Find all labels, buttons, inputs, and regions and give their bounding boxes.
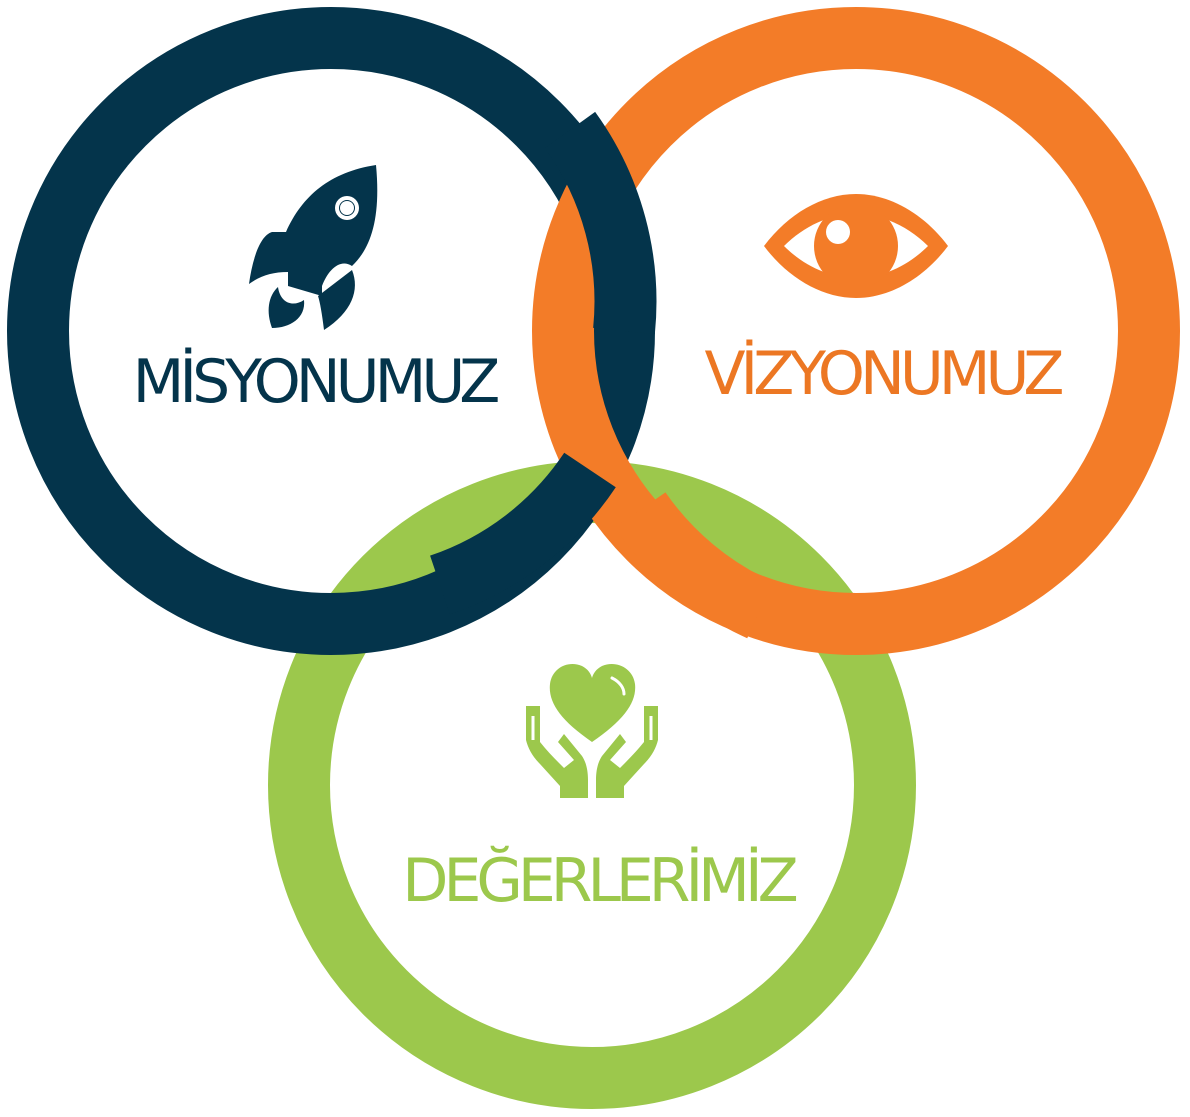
eye-icon <box>764 194 948 298</box>
mission-label: MİSYONUMUZ <box>133 346 499 417</box>
vision-ring-group[interactable] <box>532 7 1180 655</box>
values-ring-group[interactable] <box>268 461 916 1109</box>
navy-over-green-segment <box>429 452 616 615</box>
values-ring <box>268 461 916 1109</box>
navy-over-orange-segment <box>544 111 657 335</box>
vision-label: VİZYONUMUZ <box>705 338 1063 409</box>
hands-holding-heart-icon <box>526 664 658 798</box>
orange-over-green-segment <box>614 491 774 639</box>
rocket-icon <box>249 165 378 330</box>
vision-ring <box>532 7 1180 655</box>
values-label: DEĞERLERİMİZ <box>402 845 796 916</box>
